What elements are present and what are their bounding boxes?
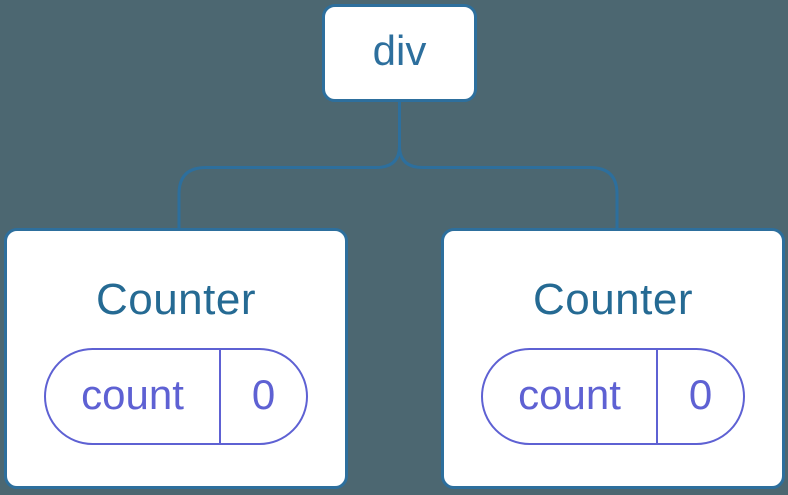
state-pill: count 0 [44, 348, 308, 445]
counter-title: Counter [95, 275, 257, 324]
counter-node-left: Counter count 0 [4, 228, 348, 489]
counter-title: Counter [532, 275, 694, 324]
connector-left-branch [177, 100, 401, 229]
root-node-label: div [372, 27, 427, 74]
state-key: count [81, 371, 184, 418]
state-pill: count 0 [481, 348, 745, 445]
root-node-div: div [322, 4, 477, 102]
state-key: count [518, 371, 621, 418]
state-value: 0 [219, 350, 306, 443]
state-value: 0 [656, 350, 743, 443]
connector-right-branch [398, 100, 619, 229]
counter-node-right: Counter count 0 [441, 228, 785, 489]
